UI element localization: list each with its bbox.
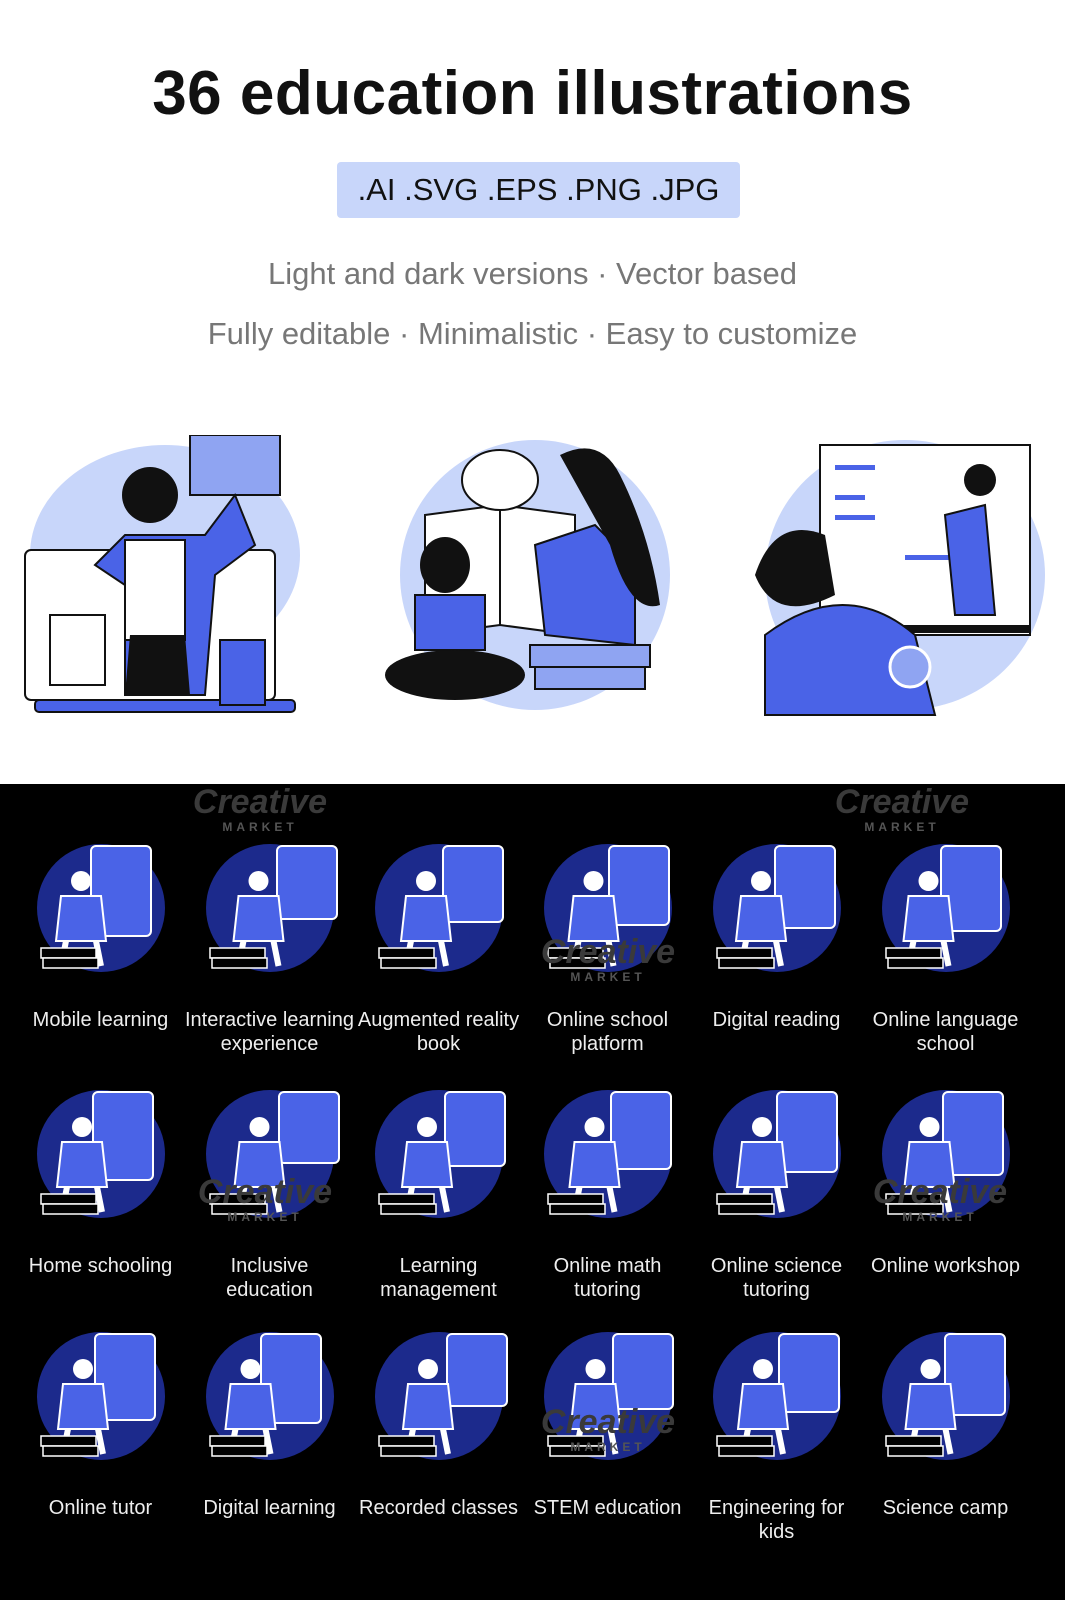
illustration-icon	[374, 1332, 508, 1460]
home-reading-illustration	[385, 440, 670, 710]
illustration-label: Learning management	[380, 1255, 497, 1301]
illustration-label: Inclusive education	[226, 1255, 313, 1301]
illustration-label: Augmented reality book	[357, 1009, 520, 1055]
light-section: 36 education illustrations .AI .SVG .EPS…	[0, 0, 1065, 784]
illustration-label: Engineering for kids	[708, 1497, 845, 1543]
illustration-icon	[374, 1090, 506, 1218]
recorded-class-illustration	[755, 440, 1045, 716]
subtitle-2: Fully editable · Minimalistic · Easy to …	[207, 316, 858, 351]
illustration-item: Online tutor	[16, 1324, 185, 1520]
illustration-icon	[36, 1090, 165, 1218]
illustration-icon	[881, 1090, 1010, 1218]
illustration-item: Inclusive education	[185, 1082, 354, 1302]
illustration-icon	[543, 1332, 674, 1460]
subtitle-1: Light and dark versions · Vector based	[267, 256, 798, 291]
illustration-icon	[712, 844, 841, 972]
illustration-label: Online language school	[872, 1009, 1019, 1055]
illustration-item: Online language school	[861, 836, 1030, 1056]
illustration-item: Augmented reality book	[354, 836, 523, 1056]
illustration-item: Online math tutoring	[523, 1082, 692, 1302]
illustration-label: Online school platform	[546, 1009, 669, 1055]
illustration-label: Online math tutoring	[553, 1255, 662, 1301]
illustration-icon	[205, 1090, 340, 1218]
illustration-icon	[712, 1090, 841, 1218]
illustration-item: Learning management	[354, 1082, 523, 1302]
illustration-label: Interactive learning experience	[185, 1009, 354, 1055]
illustration-icon	[543, 1090, 672, 1218]
illustration-item: Engineering for kids	[692, 1324, 861, 1544]
illustration-label: Recorded classes	[359, 1497, 518, 1519]
illustration-icon	[881, 1332, 1010, 1460]
illustration-label: Online workshop	[871, 1255, 1020, 1277]
illustration-icon	[712, 1332, 841, 1460]
illustration-item: Recorded classes	[354, 1324, 523, 1520]
illustration-icon	[36, 844, 165, 972]
illustration-item: Digital learning	[185, 1324, 354, 1520]
illustration-label: Science camp	[882, 1497, 1009, 1519]
illustration-item: Online school platform	[523, 836, 692, 1056]
illustration-icon	[36, 1332, 165, 1460]
illustration-icon	[205, 1332, 334, 1460]
page-title: 36 education illustrations	[152, 59, 913, 128]
formats-badge: .AI .SVG .EPS .PNG .JPG	[337, 162, 740, 218]
illustration-item: Digital reading	[692, 836, 861, 1032]
illustration-label: Digital learning	[203, 1497, 336, 1519]
illustration-item: STEM education	[523, 1324, 692, 1520]
illustration-icon	[881, 844, 1010, 972]
math-tutor-illustration	[24, 435, 300, 713]
illustration-item: Online workshop	[861, 1082, 1030, 1278]
illustration-label: Home schooling	[28, 1255, 173, 1277]
illustration-item: Home schooling	[16, 1082, 185, 1278]
illustration-label: Digital reading	[712, 1009, 841, 1031]
illustration-item: Interactive learning experience	[185, 836, 354, 1056]
illustration-label: Online tutor	[48, 1497, 153, 1519]
illustration-icon	[543, 844, 672, 972]
illustration-icon	[374, 844, 504, 972]
illustration-label: STEM education	[533, 1497, 682, 1519]
illustration-item: Mobile learning	[16, 836, 185, 1032]
illustration-icon	[205, 844, 338, 972]
illustration-label: Mobile learning	[32, 1009, 169, 1031]
illustration-item: Science camp	[861, 1324, 1030, 1520]
illustration-item: Online science tutoring	[692, 1082, 861, 1302]
illustration-label: Online science tutoring	[710, 1255, 843, 1301]
